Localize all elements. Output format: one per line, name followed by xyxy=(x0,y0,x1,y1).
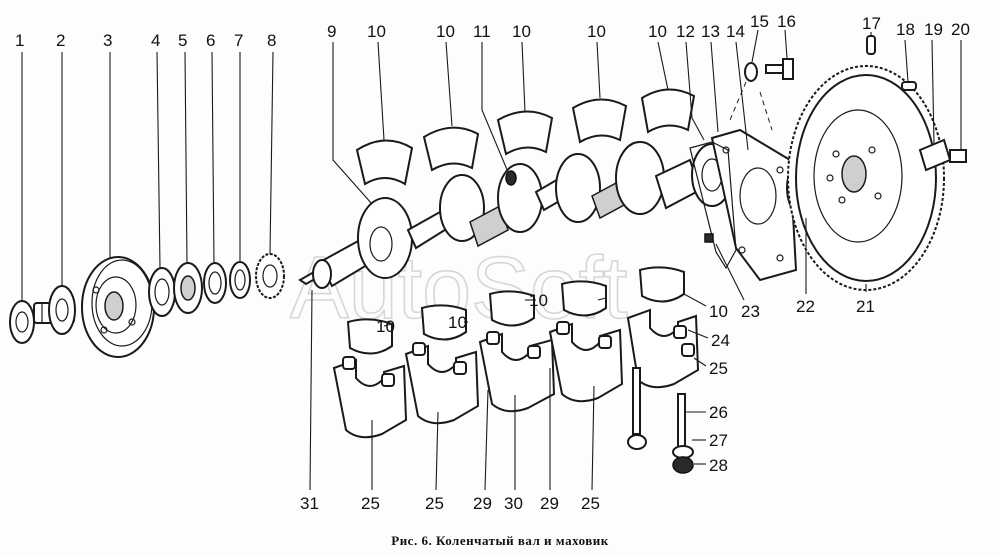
callout-10: 10 xyxy=(376,317,395,336)
flywheel-dowel xyxy=(866,35,876,55)
gasket xyxy=(689,141,737,270)
callout-23: 23 xyxy=(741,302,760,321)
callout-27: 27 xyxy=(709,431,728,450)
callout-10: 10 xyxy=(512,22,531,41)
dowel-pin-rear xyxy=(704,233,714,243)
callout-25: 25 xyxy=(581,494,600,513)
callout-17: 17 xyxy=(862,14,881,33)
callout-labels: 1 2 3 4 5 6 7 8 9 10 10 11 10 10 10 12 1… xyxy=(15,12,970,513)
callout-22: 22 xyxy=(796,297,815,316)
callout-5: 5 xyxy=(178,31,187,50)
oil-deflector xyxy=(148,267,176,317)
callout-10: 10 xyxy=(448,313,467,332)
slinger-ring xyxy=(229,261,251,299)
callout-10: 10 xyxy=(587,22,606,41)
timing-gear xyxy=(255,253,285,299)
spacer-ring xyxy=(203,262,227,304)
callout-15: 15 xyxy=(750,12,769,31)
callout-9: 9 xyxy=(327,22,336,41)
callout-10: 10 xyxy=(529,291,548,310)
callout-28: 28 xyxy=(709,456,728,475)
callout-11: 11 xyxy=(473,22,491,41)
front-oil-seal xyxy=(173,262,203,314)
callout-29: 29 xyxy=(473,494,492,513)
lower-bearing-shells xyxy=(346,266,685,355)
assembly-line xyxy=(729,81,747,121)
callout-14: 14 xyxy=(726,22,745,41)
cover-bolt xyxy=(765,58,794,80)
crankshaft-pulley xyxy=(81,256,155,358)
callout-3: 3 xyxy=(103,31,112,50)
flywheel-pin xyxy=(901,81,917,91)
callout-25: 25 xyxy=(361,494,380,513)
assembly-line xyxy=(759,91,773,131)
callout-6: 6 xyxy=(206,31,215,50)
callout-31: 31 xyxy=(300,494,319,513)
leader-lines xyxy=(21,29,962,491)
callout-26: 26 xyxy=(709,403,728,422)
callout-25: 25 xyxy=(425,494,444,513)
callout-12: 12 xyxy=(676,22,695,41)
callout-7: 7 xyxy=(234,31,243,50)
callout-21: 21 xyxy=(856,297,875,316)
callout-24: 24 xyxy=(711,331,730,350)
callout-10: 10 xyxy=(709,302,728,321)
callout-29: 29 xyxy=(540,494,559,513)
upper-bearing-shells xyxy=(355,88,696,186)
callout-20: 20 xyxy=(951,20,970,39)
flywheel-bolt xyxy=(949,149,967,163)
callout-2: 2 xyxy=(56,31,65,50)
callout-10: 10 xyxy=(367,22,386,41)
callout-10: 10 xyxy=(648,22,667,41)
callout-8: 8 xyxy=(267,31,276,50)
callout-16: 16 xyxy=(777,12,796,31)
main-bearing-caps xyxy=(332,308,700,439)
callout-19: 19 xyxy=(924,20,943,39)
washer xyxy=(48,285,76,335)
callout-10: 10 xyxy=(436,22,455,41)
oil-passage-plug xyxy=(505,170,517,186)
spring-washer xyxy=(744,62,758,82)
figure-caption: Рис. 6. Коленчатый вал и маховик xyxy=(391,533,609,548)
callout-4: 4 xyxy=(151,31,160,50)
rear-oil-seal-holder xyxy=(710,128,798,282)
callout-30: 30 xyxy=(504,494,523,513)
flywheel xyxy=(787,65,945,291)
callout-18: 18 xyxy=(896,20,915,39)
cap-nuts xyxy=(627,434,694,474)
callout-25: 25 xyxy=(709,359,728,378)
callout-13: 13 xyxy=(701,22,720,41)
callout-1: 1 xyxy=(15,31,24,50)
